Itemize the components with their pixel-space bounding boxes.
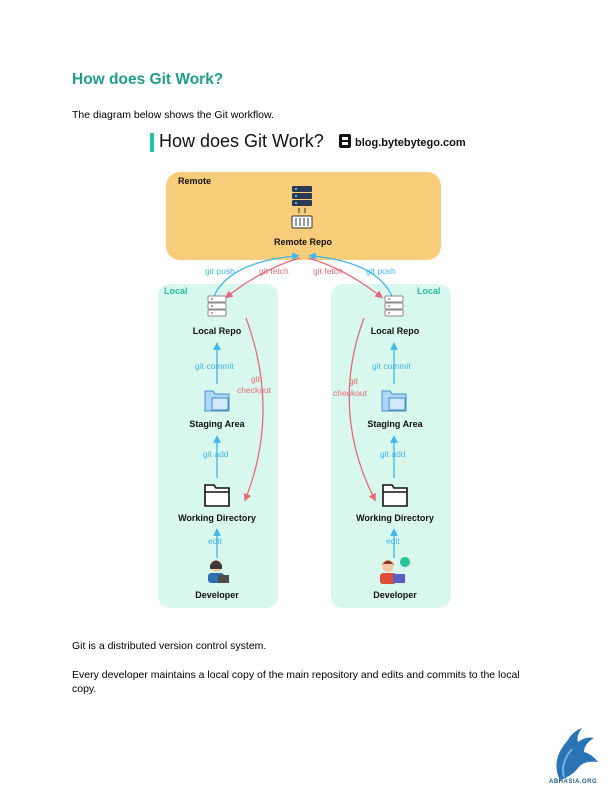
- working-dir-label-left: Working Directory: [178, 513, 256, 523]
- figure-title-bar: [150, 133, 154, 152]
- local-box-left: [158, 284, 278, 608]
- local-repo-icon-left: [207, 295, 227, 317]
- cmd-commit-right: git commit: [372, 361, 411, 371]
- server-icon: [291, 186, 313, 229]
- working-folder-icon-left: [204, 484, 230, 507]
- cmd-add-right: git add: [380, 449, 406, 459]
- staging-folder-icon-right: [381, 390, 407, 412]
- figure-source: blog.bytebytego.com: [355, 137, 466, 149]
- cmd-commit-left: git commit: [195, 361, 234, 371]
- local-box-right: [331, 284, 451, 608]
- page-heading: How does Git Work?: [72, 71, 224, 88]
- local-repo-label-left: Local Repo: [192, 326, 242, 336]
- working-folder-icon-right: [382, 484, 408, 507]
- cmd-fetch-right: git fetch: [313, 266, 343, 276]
- body-paragraph-1: Git is a distributed version control sys…: [72, 640, 267, 652]
- local-label-right: Local: [417, 286, 441, 296]
- cmd-push-left: git push: [205, 266, 235, 276]
- cmd-edit-left: edit: [208, 536, 222, 546]
- checkout-arrow-left: [243, 317, 264, 502]
- figure-title: How does Git Work?: [159, 131, 324, 151]
- cmd-fetch-left: git fetch: [259, 266, 289, 276]
- cmd-push-right: git push: [366, 266, 396, 276]
- working-dir-label-right: Working Directory: [356, 513, 434, 523]
- staging-folder-icon-left: [204, 390, 230, 412]
- remote-label: Remote: [178, 176, 212, 186]
- abhasia-logo: [556, 728, 598, 780]
- blog-logo-icon: [339, 134, 351, 148]
- remote-repo-label: Remote Repo: [273, 237, 332, 247]
- developer-avatar-left-icon: [208, 560, 229, 583]
- intro-text: The diagram below shows the Git workflow…: [72, 109, 274, 121]
- cmd-edit-right: edit: [386, 536, 400, 546]
- fetch-arrow-right: [307, 257, 384, 299]
- cmd-checkout-left-2: checkout: [237, 385, 272, 395]
- cmd-checkout-right-2: checkout: [333, 388, 368, 398]
- body-paragraph-2: Every developer maintains a local copy o…: [72, 669, 520, 695]
- cmd-checkout-left-1: git: [251, 374, 260, 384]
- developer-avatar-right-icon: [380, 557, 410, 584]
- abhasia-logo-text: ABHASIA.ORG: [549, 779, 598, 785]
- developer-label-left: Developer: [195, 590, 239, 600]
- cmd-checkout-right-1: git: [349, 376, 358, 386]
- push-arrow-right: [308, 252, 393, 297]
- developer-label-right: Developer: [373, 590, 417, 600]
- local-repo-icon-right: [384, 295, 404, 317]
- cmd-add-left: git add: [203, 449, 229, 459]
- staging-label-right: Staging Area: [367, 419, 423, 429]
- local-repo-label-right: Local Repo: [370, 326, 420, 336]
- staging-label-left: Staging Area: [189, 419, 245, 429]
- push-arrow-left: [213, 252, 300, 297]
- checkout-arrow-right: [348, 317, 376, 502]
- fetch-arrow-left: [224, 257, 301, 299]
- local-label-left: Local: [164, 286, 188, 296]
